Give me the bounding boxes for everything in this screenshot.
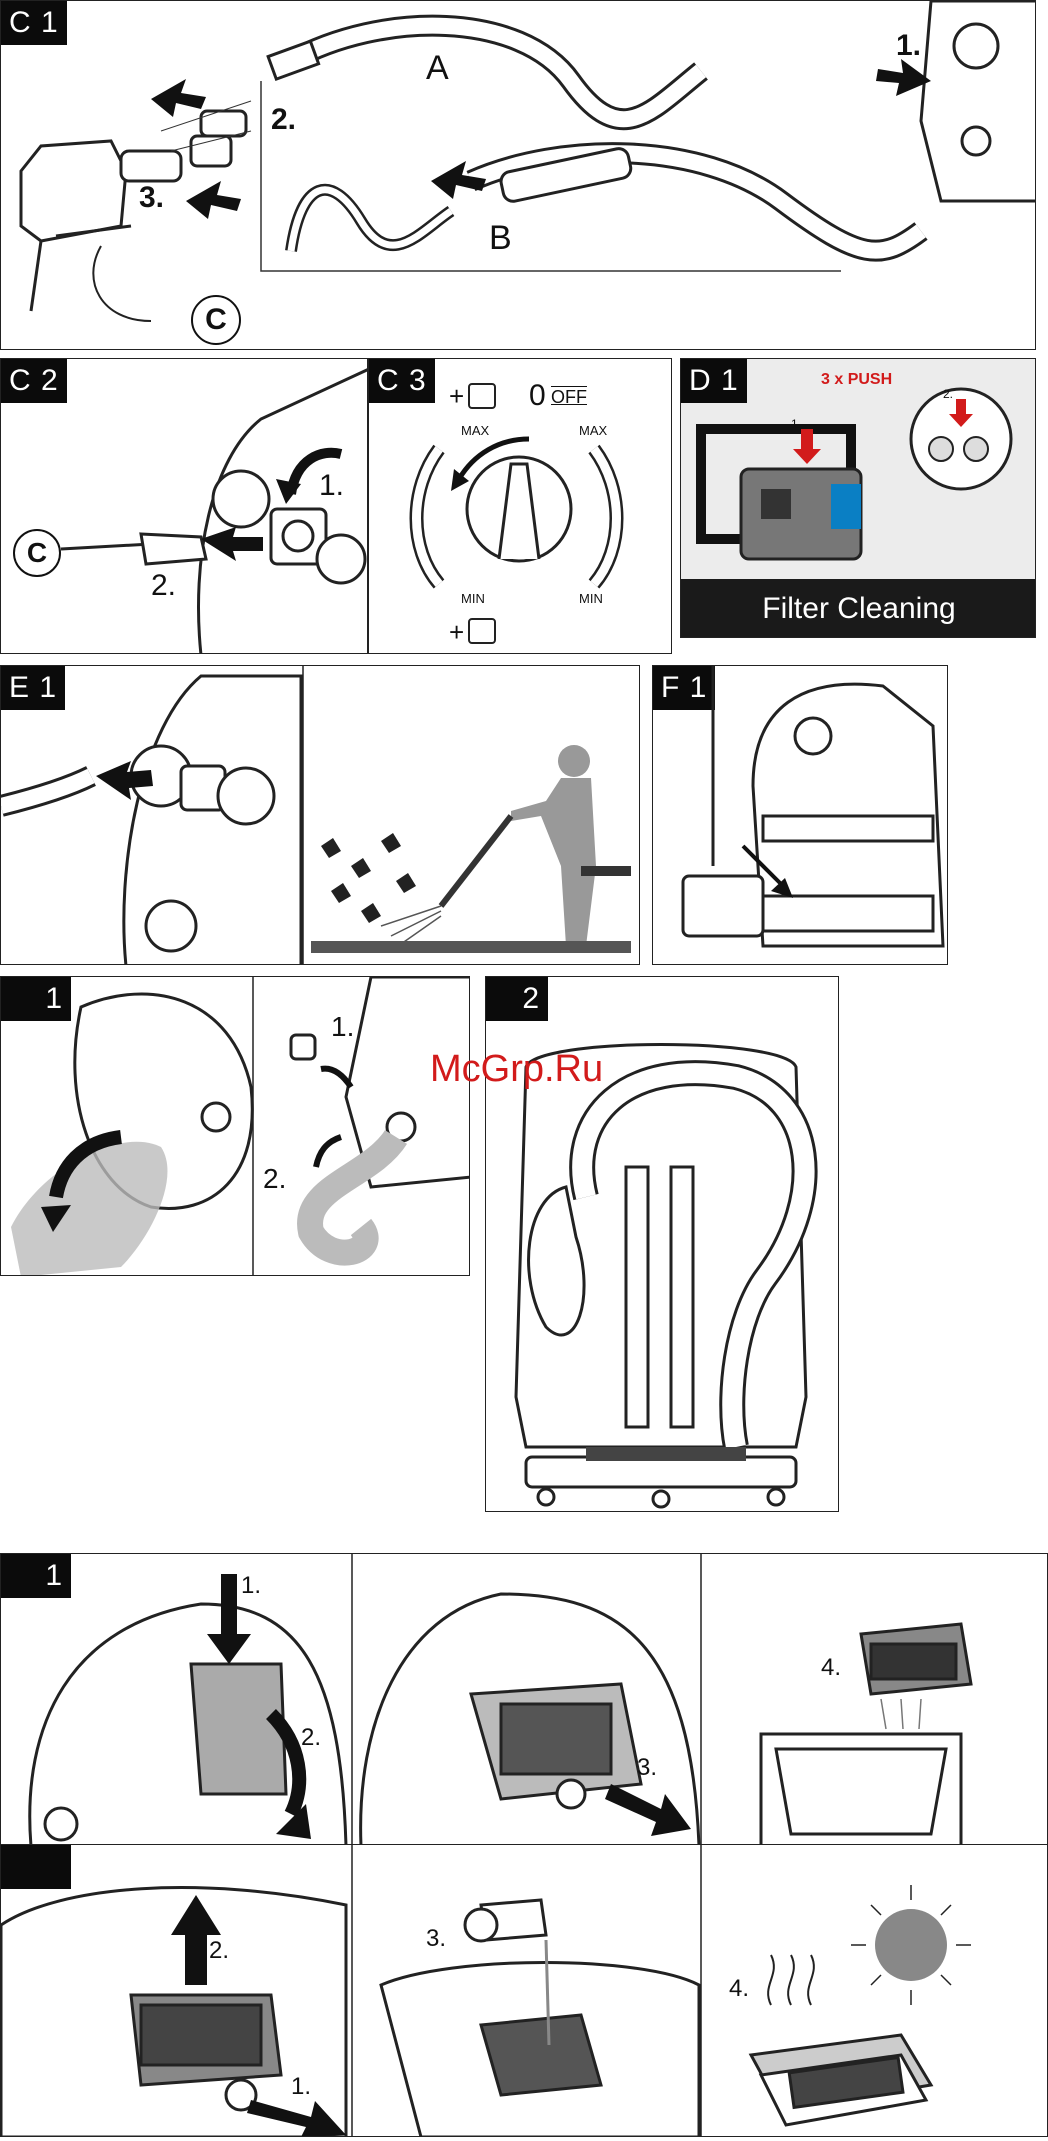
step-3: 3. <box>426 1925 446 1953</box>
label-b: B <box>489 219 512 258</box>
panel-d1: D 1 3 x PUSH 1. 2. Filter Cleaning <box>680 358 1036 638</box>
off-label: OFF <box>551 387 587 408</box>
step-2: 2. <box>301 1724 321 1752</box>
max-right: MAX <box>579 423 607 438</box>
panel-e1: E 1 <box>0 665 640 965</box>
panel-g1: 1 1. 2. <box>0 976 470 1276</box>
min-right: MIN <box>579 591 603 606</box>
step-2: 2. <box>209 1937 229 1965</box>
panel-c1: C 1 <box>0 0 1036 350</box>
push-label: 3 x PUSH <box>821 371 892 389</box>
step-1: 1. <box>896 29 921 63</box>
connector-c: C <box>191 295 241 345</box>
connector-c: C <box>13 529 61 577</box>
step-1: 1. <box>331 1011 354 1043</box>
min-left: MIN <box>461 591 485 606</box>
label-a: A <box>426 49 449 88</box>
step-2: 2. <box>271 103 296 137</box>
panel-f1: F 1 <box>652 665 948 965</box>
filter-washing-illustration <box>1 1845 1048 2137</box>
step-4: 4. <box>729 1975 749 2003</box>
blower-illustration <box>1 666 640 965</box>
max-left: MAX <box>461 423 489 438</box>
step-1: 1. <box>241 1572 261 1600</box>
emptying-illustration <box>1 977 470 1276</box>
storage-illustration <box>653 666 948 965</box>
step-1: 1. <box>791 417 801 431</box>
step-2: 2. <box>151 569 176 603</box>
zero-label: 0 <box>529 379 546 413</box>
step-1: 1. <box>291 2073 311 2101</box>
power-dial <box>369 359 672 654</box>
plus-bottom: + <box>449 617 464 648</box>
panel-c2: C 2 C 1. 2. <box>0 358 368 654</box>
filter-cleaning-caption: Filter Cleaning <box>681 579 1036 638</box>
socket-illustration <box>1 359 368 654</box>
panel-c3: C 3 + 0 OFF MAX MAX MIN MIN + <box>368 358 672 654</box>
step-4: 4. <box>821 1654 841 1682</box>
step-2: 2. <box>263 1163 286 1195</box>
step-2: 2. <box>943 387 953 401</box>
watermark: McGrp.Ru <box>430 1048 603 1091</box>
panel-h2: 1. 2. 3. 4. <box>0 1845 1048 2137</box>
plus-top: + <box>449 381 464 412</box>
panel-h1: 1 1. 2. 3. 4. <box>0 1553 1048 1845</box>
step-3: 3. <box>139 181 164 215</box>
step-1: 1. <box>319 469 344 503</box>
filter-removal-illustration <box>1 1554 1048 1845</box>
step-3: 3. <box>637 1754 657 1782</box>
hose-illustration <box>1 1 1036 350</box>
